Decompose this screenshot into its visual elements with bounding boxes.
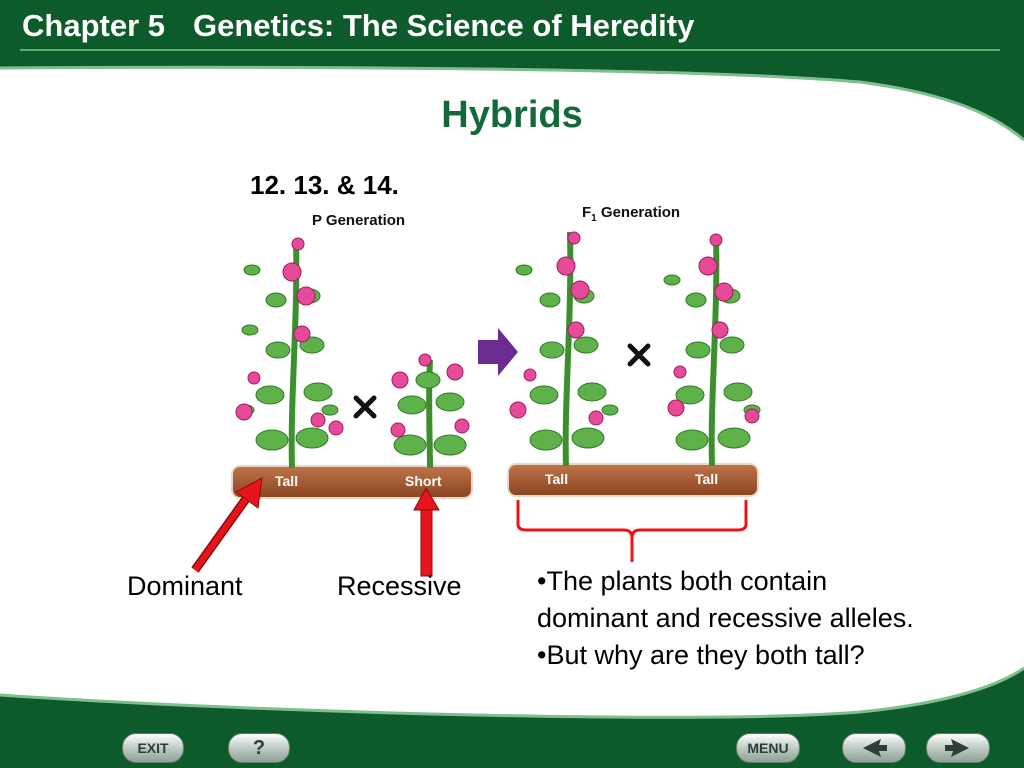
f1-brace <box>516 500 748 562</box>
slide-title: Hybrids <box>441 94 583 136</box>
help-button[interactable]: ? <box>228 733 290 763</box>
generation-arrow <box>478 328 518 376</box>
header-title: Chapter 5 Genetics: The Science of Heredi… <box>22 8 694 44</box>
f1-generation-soil <box>507 463 759 497</box>
recessive-label: Recessive <box>337 571 462 601</box>
plant-label-tall-1: Tall <box>275 473 299 489</box>
chapter-label: Chapter 5 <box>22 8 165 43</box>
tall-plant-3 <box>663 233 761 467</box>
plant-label-tall-3: Tall <box>695 471 719 487</box>
tall-plant-1 <box>235 237 344 469</box>
plant-label-tall-2: Tall <box>545 471 569 487</box>
menu-button[interactable]: MENU <box>736 733 800 763</box>
next-button[interactable] <box>926 733 990 763</box>
bullet-line: dominant and recessive alleles. <box>537 603 914 633</box>
short-plant <box>390 353 470 469</box>
prev-button[interactable] <box>842 733 906 763</box>
exit-button[interactable]: EXIT <box>122 733 184 763</box>
p-generation-label: P Generation <box>312 212 406 229</box>
cross-symbol-1 <box>353 395 377 419</box>
bullet-line: •But why are they both tall? <box>537 640 865 670</box>
p-generation-soil <box>231 465 473 499</box>
recessive-arrow <box>413 486 440 577</box>
tall-plant-2 <box>509 231 619 467</box>
bullet-line: •The plants both contain <box>537 566 828 596</box>
dominant-arrow <box>191 477 263 573</box>
right-arrow-icon <box>945 739 969 757</box>
plant-label-short: Short <box>405 473 442 489</box>
dominant-label: Dominant <box>127 571 243 601</box>
chapter-subject: Genetics: The Science of Heredity <box>192 8 695 43</box>
left-arrow-icon <box>863 739 887 757</box>
question-numbers: 12. 13. & 14. <box>250 170 399 200</box>
cross-symbol-2 <box>627 343 651 367</box>
f1-generation-label: F1 Generation <box>582 204 681 224</box>
bullet-list: •The plants both contain dominant and re… <box>537 563 914 674</box>
